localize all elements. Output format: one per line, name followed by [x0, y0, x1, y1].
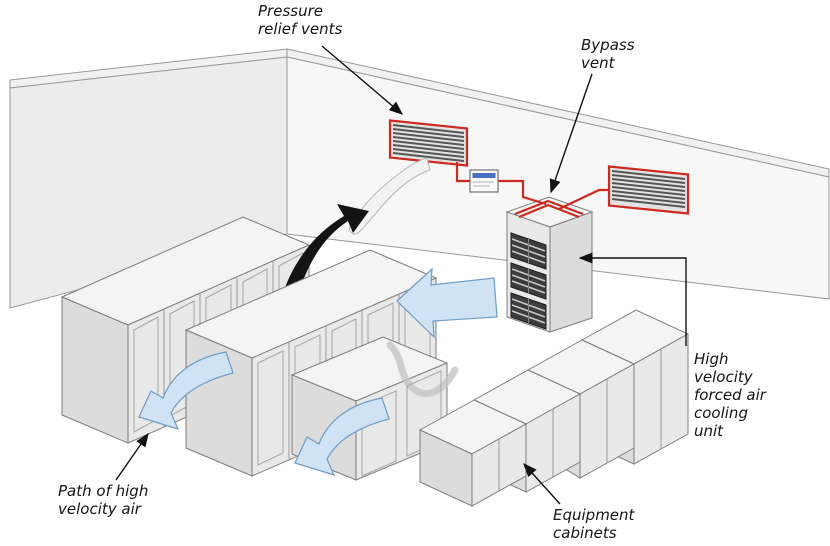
cabinets-leader [523, 462, 561, 505]
label-leaders [115, 45, 687, 505]
pressure-relief-vent-left [388, 119, 469, 167]
cooling-unit [505, 196, 594, 333]
airflow-arrow-center [294, 397, 390, 476]
cabinet-row-stepped [418, 309, 690, 507]
pressure-relief-vents-label: Pressure relief vents [258, 2, 343, 38]
equipment-cabinets-label: Equipment cabinets [553, 506, 635, 542]
pressure-relief-vent-right [607, 165, 690, 215]
cooling-leader [578, 252, 687, 346]
cooling-unit-grille [510, 232, 547, 330]
pipe-control-box [469, 169, 499, 193]
air-path-label: Path of high velocity air [58, 482, 149, 518]
airflow-arrows [138, 267, 498, 476]
cooling-unit-label: High velocity forced air cooling unit [694, 350, 766, 440]
air-path-leader [115, 432, 149, 481]
refrigerant-piping [455, 162, 610, 219]
bypass-leader [549, 73, 593, 194]
airflow-arrow-left [138, 351, 234, 430]
bypass-vent-label: Bypass vent [581, 36, 635, 72]
exhaust-air-arrow [280, 204, 369, 302]
airflow-arrow-supply [396, 267, 498, 339]
pressure-leader [321, 45, 404, 115]
relief-air-band [348, 157, 431, 235]
